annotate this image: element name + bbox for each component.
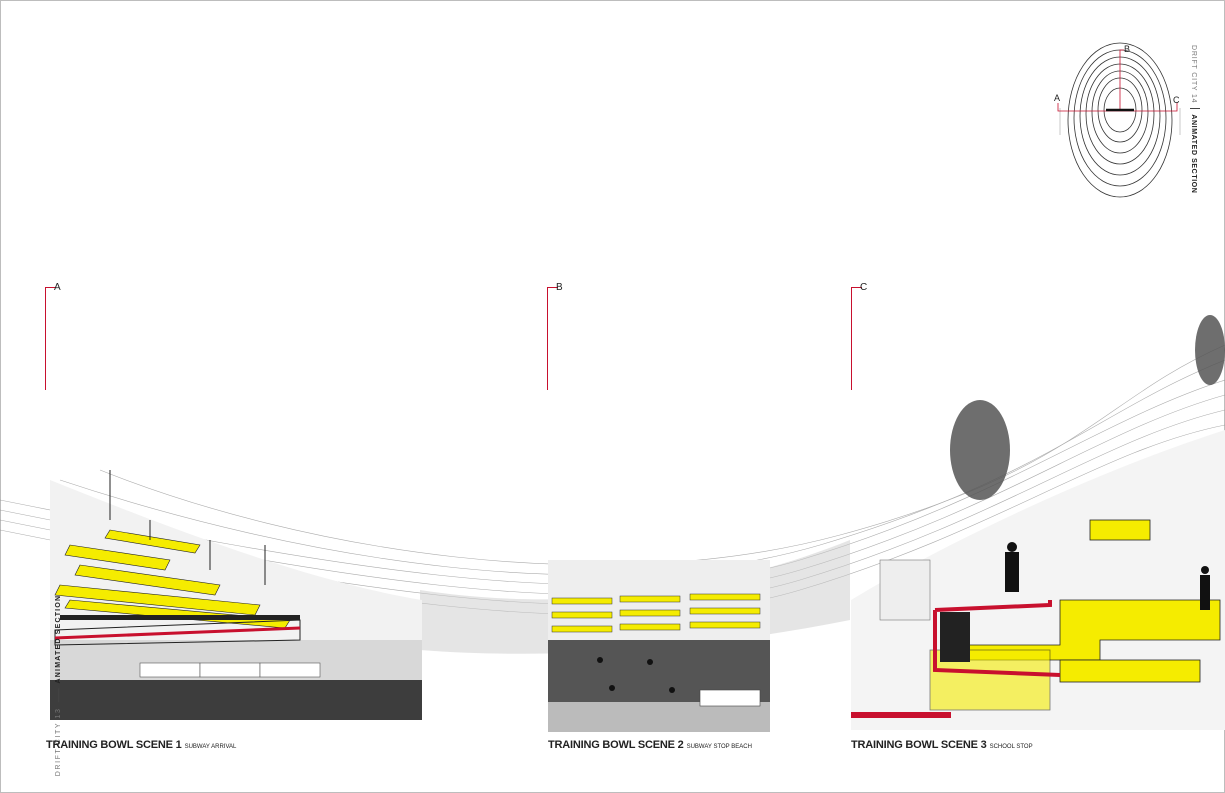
sheet-label-right: DRIFT CITY 14 ANIMATED SECTION <box>1190 45 1200 193</box>
section-marker-a: A <box>45 282 61 390</box>
scene-subtitle: SUBWAY ARRIVAL <box>184 744 237 750</box>
scene-subtitle: SCHOOL STOP <box>989 744 1033 750</box>
scene-2-drawing <box>548 560 770 732</box>
sheet-series: DRIFT CITY 14 <box>1190 45 1198 104</box>
tree-icon <box>950 315 1225 500</box>
sheet-title: ANIMATED SECTION <box>55 594 63 684</box>
scene-title: TRAINING BOWL SCENE 2 <box>548 739 684 751</box>
section-marker-label: A <box>54 282 61 293</box>
scene-1-drawing <box>50 470 422 720</box>
scene-3-drawing <box>851 315 1225 730</box>
section-marker-b: B <box>547 282 563 390</box>
section-marker-c: C <box>851 282 867 390</box>
section-marker-label: C <box>860 282 868 293</box>
scene-subtitle: SUBWAY STOP BEACH <box>686 744 752 750</box>
scene-title: TRAINING BOWL SCENE 1 <box>46 739 182 751</box>
key-plan <box>1057 42 1181 198</box>
sheet-title: ANIMATED SECTION <box>1190 114 1198 194</box>
key-plan-label-c: C <box>1173 95 1180 105</box>
key-plan-label-a: A <box>1054 93 1061 103</box>
section-marker-label: B <box>556 282 563 293</box>
key-plan-label-b: B <box>1124 44 1131 54</box>
scene-title: TRAINING BOWL SCENE 3 <box>851 739 987 751</box>
